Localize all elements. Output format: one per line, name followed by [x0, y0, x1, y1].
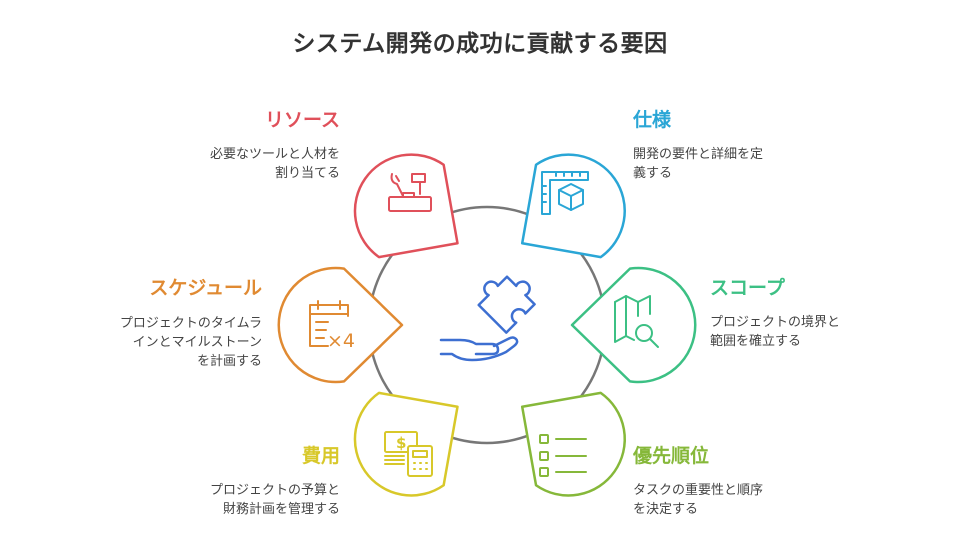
calendar-icon [309, 300, 349, 347]
label-resources: リソース [264, 109, 340, 131]
calendar-multiplier: ×4 [327, 330, 355, 352]
label-scope: スコープ [710, 277, 785, 299]
bubble-resources [353, 153, 459, 259]
bubble-schedule: ×4 [277, 266, 404, 384]
desc-priority: タスクの重要性と順序 を決定する [633, 483, 764, 517]
dollar-sign: $ [396, 434, 406, 452]
label-cost: 費用 [301, 445, 340, 467]
label-priority: 優先順位 [633, 445, 710, 467]
checklist-icon [539, 434, 587, 477]
label-spec: 仕様 [633, 109, 672, 131]
blueprint-icon [541, 171, 589, 215]
desc-spec: 開発の要件と詳細を定 義する [633, 147, 764, 181]
tools-icon [388, 173, 432, 212]
hand-puzzle-icon [439, 275, 536, 362]
bubble-priority [520, 391, 626, 497]
bubble-spec [520, 153, 626, 259]
desc-schedule: プロジェクトのタイムラ インとマイルストーン を計画する [119, 316, 262, 369]
label-schedule: スケジュール [149, 277, 262, 299]
desc-resources: 必要なツールと人材を 割り当てる [209, 147, 340, 181]
map-search-icon [614, 295, 659, 348]
diagram-title: システム開発の成功に貢献する要因 [292, 31, 668, 57]
desc-scope: プロジェクトの境界と 範囲を確立する [710, 315, 841, 349]
bubble-scope [570, 266, 697, 384]
desc-cost: プロジェクトの予算と 財務計画を管理する [209, 483, 340, 517]
bubble-cost: $ [353, 391, 459, 497]
money-calculator-icon [384, 431, 433, 477]
